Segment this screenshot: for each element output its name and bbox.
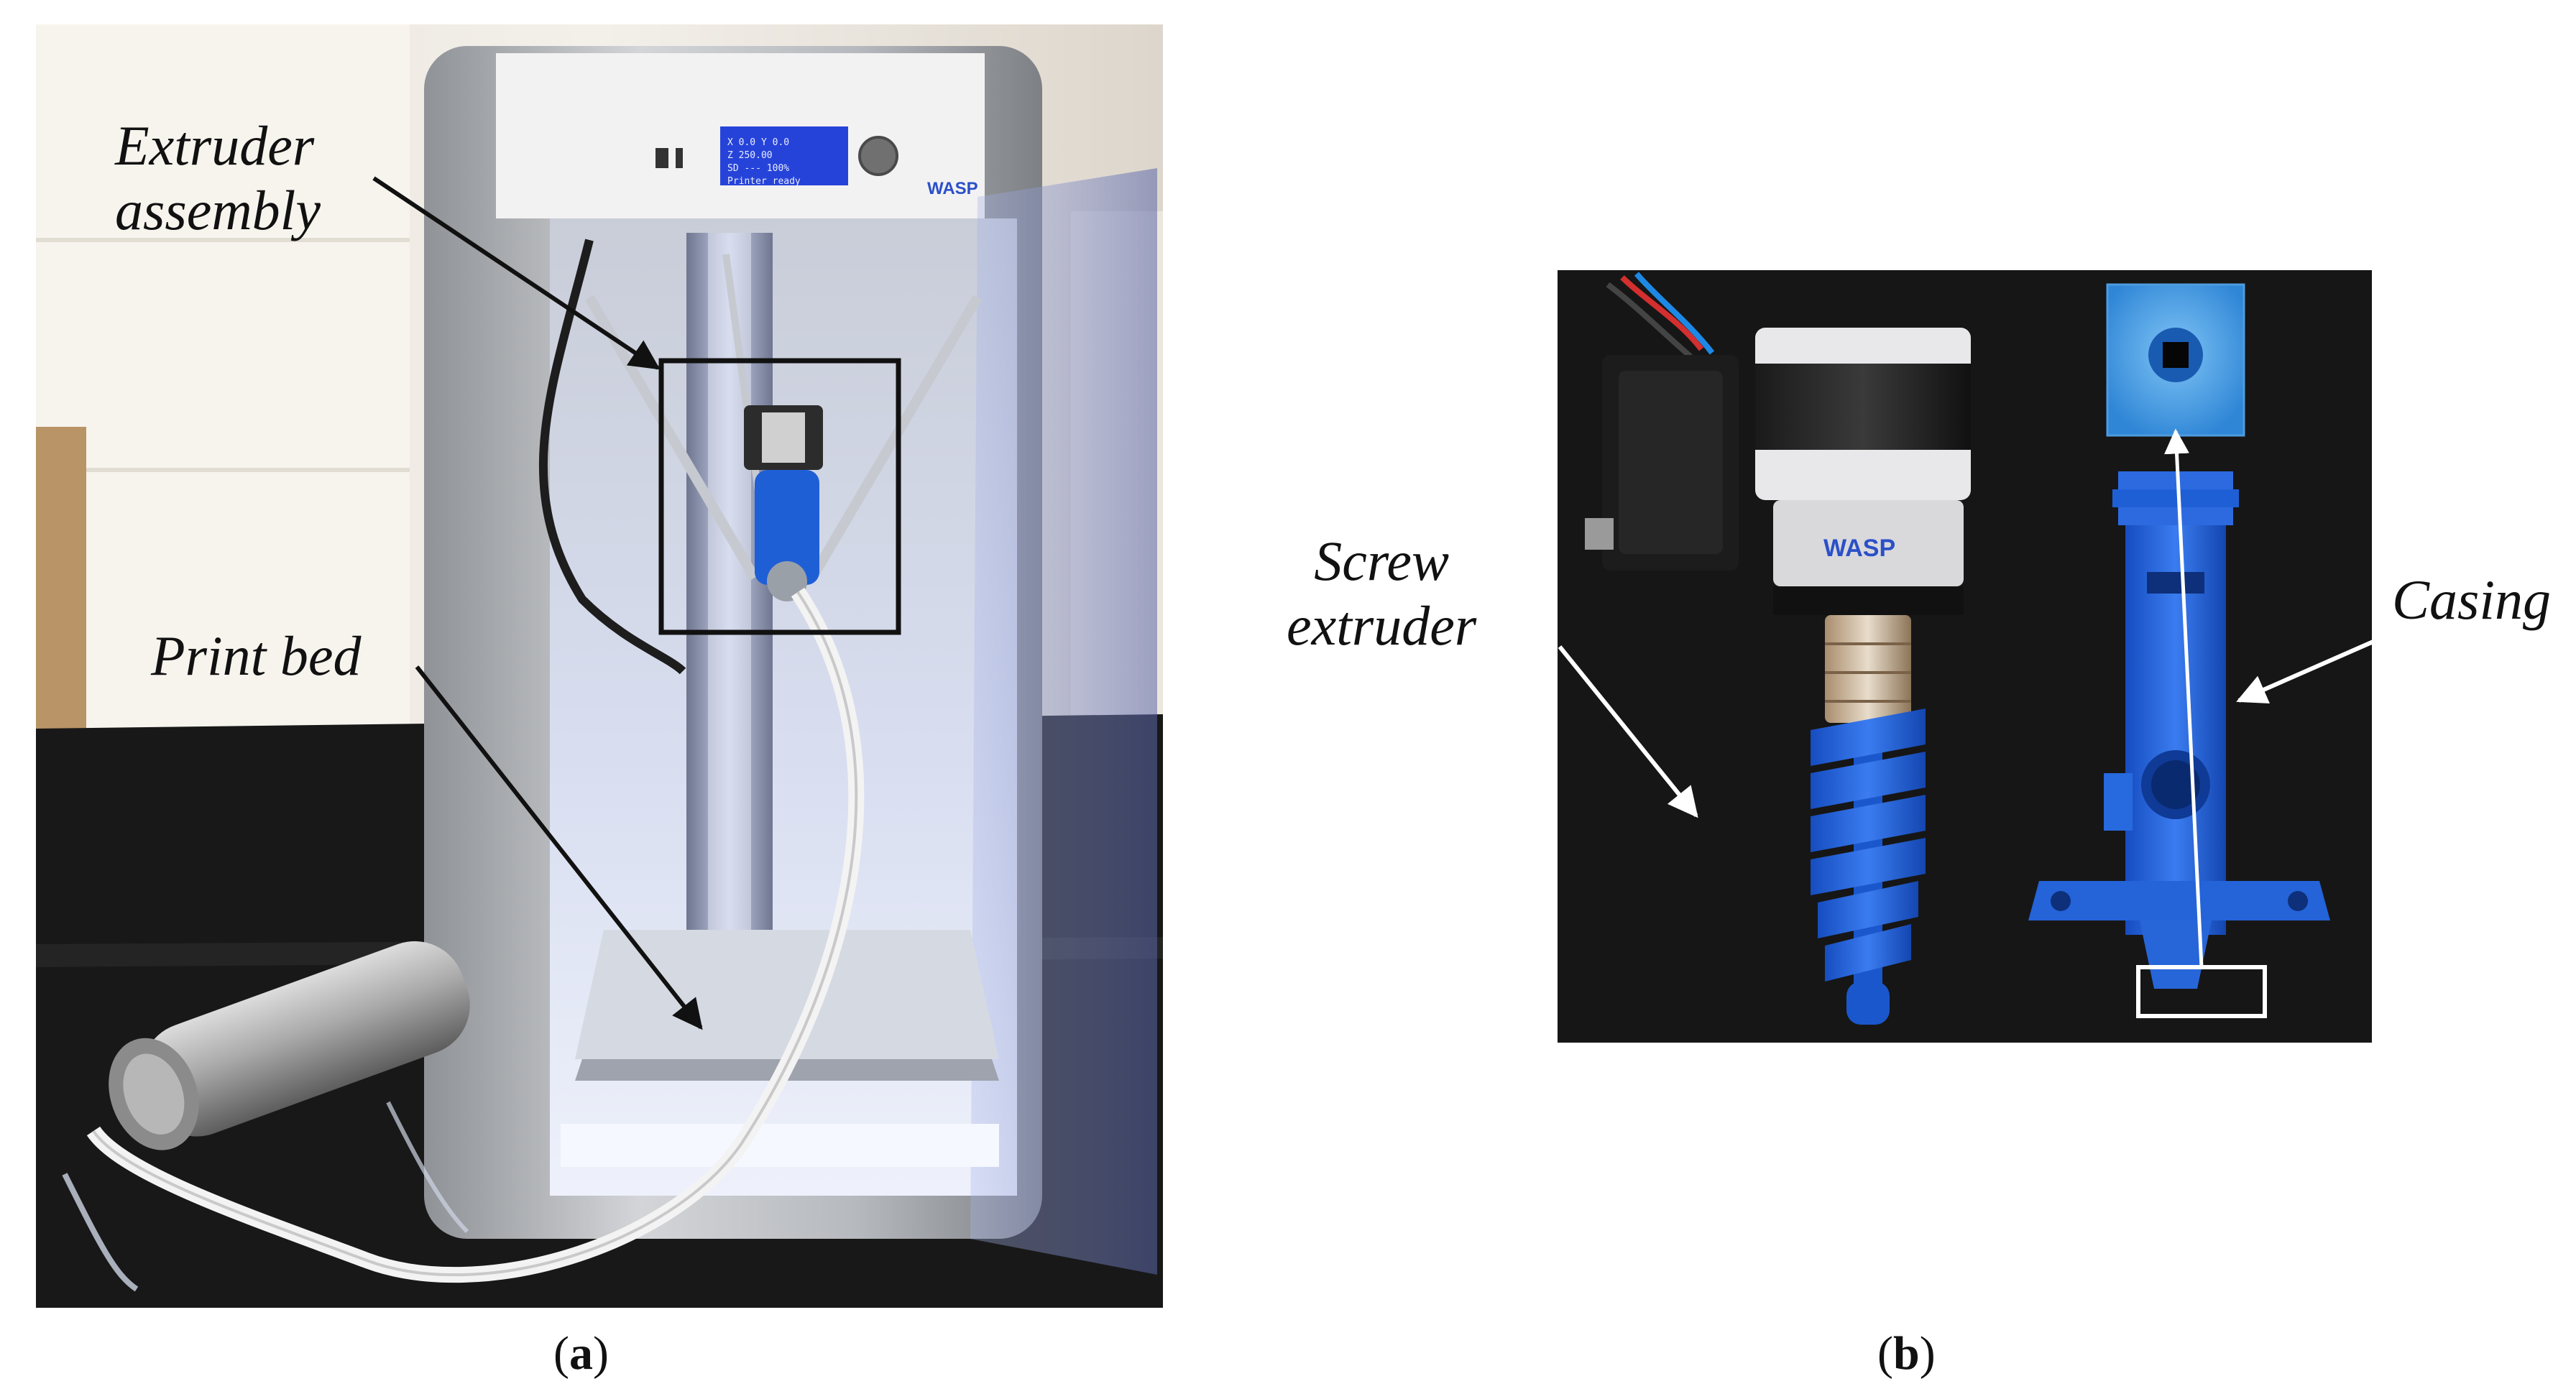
- lcd-line-4: Printer ready: [727, 176, 801, 187]
- callout-extruder-line-1: Extruder: [115, 114, 315, 177]
- panel-label-b: (b): [1877, 1327, 1936, 1380]
- panel-label-a: (a): [553, 1327, 609, 1380]
- callout-printbed-line: Print bed: [151, 624, 362, 687]
- extruder-parts-illustration: WASP: [1558, 270, 2372, 1043]
- callout-screw-line-2: extruder: [1287, 594, 1477, 657]
- callout-print-bed: Print bed: [151, 624, 361, 688]
- lcd-line-3: SD --- 100%: [727, 163, 789, 174]
- callout-casing-line: Casing: [2392, 568, 2552, 631]
- callout-extruder-line-2: assembly: [115, 179, 321, 242]
- lcd-line-1: X 0.0 Y 0.0: [727, 137, 789, 148]
- callout-screw-line-1: Screw: [1314, 530, 1449, 592]
- extruder-brand-logo: WASP: [1823, 535, 1895, 562]
- callout-casing: Casing: [2392, 568, 2551, 632]
- printer-brand-logo: WASP: [927, 179, 978, 198]
- callout-screw-extruder: Screw extruder: [1287, 529, 1476, 659]
- callout-extruder-assembly: Extruder assembly: [115, 114, 321, 244]
- panel-b-photo: WASP: [1558, 270, 2372, 1043]
- lcd-line-2: Z 250.00: [727, 150, 773, 161]
